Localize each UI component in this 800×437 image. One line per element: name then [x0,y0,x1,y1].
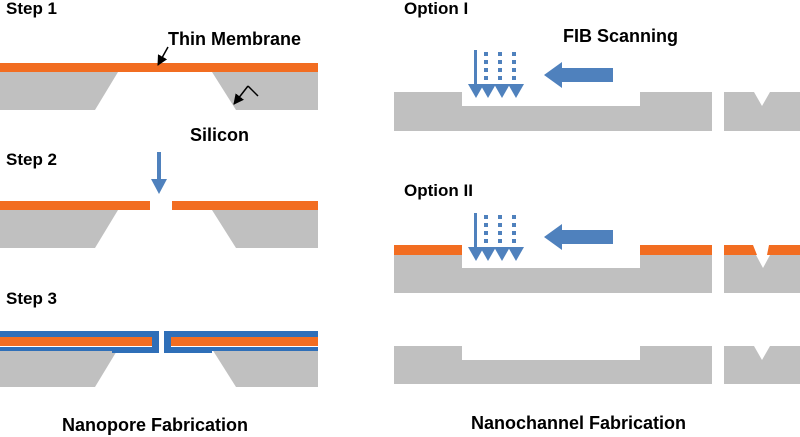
step1-structure [0,63,318,110]
option2-cross-section-silicon [724,255,800,293]
nanochannel-fabrication-caption: Nanochannel Fabrication [471,413,687,433]
option2-structure [394,245,800,293]
nanopore-fabrication-caption: Nanopore Fabrication [62,415,249,435]
step2-silicon-right [212,210,318,248]
option2-scan-direction-arrow [544,224,613,250]
step3-silicon-left [0,349,118,387]
option2-cross-section-membrane-right [767,245,800,255]
step2-silicon-left [0,210,118,248]
step2-label: Step 2 [6,150,58,169]
result-silicon [394,346,712,384]
step2-structure [0,201,318,248]
option1-structure [394,92,800,131]
thin-membrane-pointer [157,46,169,66]
silicon-pointer-tail [247,85,259,97]
option2-label: Option II [404,181,473,200]
option2-membrane-left [394,245,462,255]
option1-silicon [394,92,712,131]
result-cross-section [724,346,800,384]
step1-silicon-right [212,72,318,110]
step3-membrane-left [0,337,152,346]
step2-membrane-left [0,201,150,210]
step3-label: Step 3 [6,289,58,308]
step3-structure [0,331,318,387]
option2-membrane-right [640,245,712,255]
thin-membrane-label: Thin Membrane [168,29,302,49]
result-structure [394,346,800,384]
option2-cross-section-membrane [724,245,757,255]
fib-beam-arrow [151,152,167,194]
silicon-pointer [233,85,249,105]
option1-label: Option I [404,0,469,18]
option1-fib-beams [468,50,524,98]
option2-fib-beams [468,213,524,261]
option2-silicon [394,255,712,293]
option1-cross-section [724,92,800,131]
step3-membrane-right [171,337,318,346]
step1-silicon [0,72,118,110]
step2-membrane-right [172,201,318,210]
step3-silicon-right [212,349,318,387]
silicon-label: Silicon [190,125,250,145]
fib-scanning-label: FIB Scanning [563,26,679,46]
option1-scan-direction-arrow [544,62,613,88]
step1-label: Step 1 [6,0,58,18]
step1-thin-membrane [0,63,318,72]
